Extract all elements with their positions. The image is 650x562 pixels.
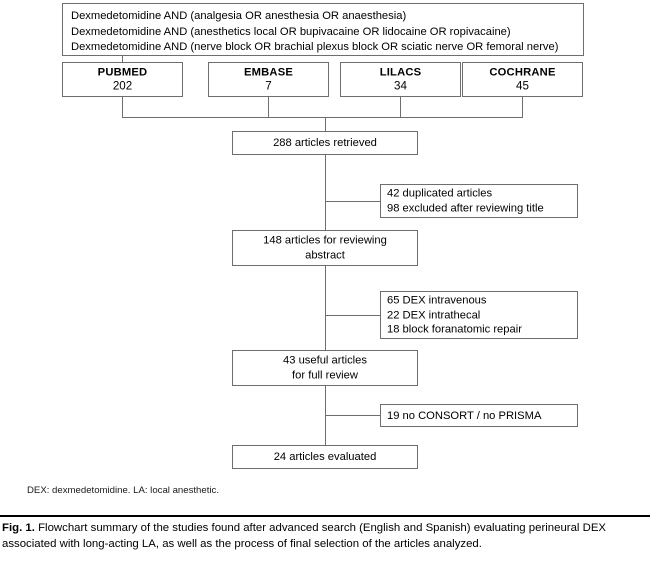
database-name-cochrane: COCHRANE <box>489 66 556 78</box>
connector-retrieved-to-abstract <box>325 155 326 230</box>
exclusion-box-1: 42 duplicated articles 98 excluded after… <box>380 184 578 218</box>
search-query-box: Dexmedetomidine AND (analgesia OR anesth… <box>62 3 584 56</box>
exclusion-1-line-2: 98 excluded after reviewing title <box>387 202 544 214</box>
stage-fullreview-line-1: 43 useful articles <box>283 354 367 367</box>
search-query-line-1: Dexmedetomidine AND (analgesia OR anesth… <box>71 10 407 22</box>
database-count-cochrane: 45 <box>516 79 529 93</box>
stage-box-full-review: 43 useful articles for full review <box>232 350 418 386</box>
stage-abstract-line-1: 148 articles for reviewing <box>263 234 387 247</box>
stage-retrieved-line-1: 288 articles retrieved <box>273 136 377 149</box>
database-count-lilacs: 34 <box>394 79 407 93</box>
connector-branch-exclusion-1 <box>325 201 380 202</box>
exclusion-1-line-1: 42 duplicated articles <box>387 187 493 200</box>
database-box-cochrane: COCHRANE 45 <box>462 62 583 97</box>
stage-box-evaluated: 24 articles evaluated <box>232 445 418 469</box>
exclusion-box-2: 65 DEX intravenous 22 DEX intrathecal 18… <box>380 291 578 339</box>
stage-evaluated-line-1: 24 articles evaluated <box>273 450 377 463</box>
database-count-pubmed: 202 <box>112 79 133 93</box>
exclusion-2-line-1: 65 DEX intravenous <box>387 294 487 307</box>
stage-fullreview-line-2: for full review <box>292 369 358 381</box>
database-box-lilacs: LILACS 34 <box>340 62 461 97</box>
figure-caption: Fig. 1. Flowchart summary of the studies… <box>2 521 650 552</box>
connector-query-to-pubmed <box>122 56 123 62</box>
database-box-embase: EMBASE 7 <box>208 62 329 97</box>
connector-branch-exclusion-2 <box>325 315 380 316</box>
figure-label: Fig. 1. <box>2 522 35 534</box>
caption-divider <box>0 515 650 517</box>
stage-box-abstract: 148 articles for reviewing abstract <box>232 230 418 266</box>
search-query-line-2: Dexmedetomidine AND (anesthetics local O… <box>71 25 511 38</box>
connector-branch-exclusion-3 <box>325 415 380 416</box>
database-box-pubmed: PUBMED 202 <box>62 62 183 97</box>
exclusion-2-line-2: 22 DEX intrathecal <box>387 308 481 321</box>
connector-embase-stem <box>268 97 269 117</box>
database-name-lilacs: LILACS <box>379 66 422 78</box>
connector-lilacs-stem <box>400 97 401 117</box>
connector-abstract-to-fullreview <box>325 266 326 350</box>
connector-merge-bar <box>122 117 523 118</box>
exclusion-box-3: 19 no CONSORT / no PRISMA <box>380 404 578 427</box>
exclusion-3-line-1: 19 no CONSORT / no PRISMA <box>387 409 542 422</box>
database-name-pubmed: PUBMED <box>97 66 148 78</box>
figure-caption-text: Flowchart summary of the studies found a… <box>2 522 607 550</box>
figure-footnote: DEX: dexmedetomidine. LA: local anesthet… <box>27 485 219 496</box>
database-count-embase: 7 <box>265 79 272 93</box>
connector-pubmed-stem <box>122 97 123 117</box>
exclusion-2-line-3: 18 block foranatomic repair <box>387 323 522 336</box>
stage-abstract-line-2: abstract <box>305 249 345 261</box>
database-name-embase: EMBASE <box>243 66 294 78</box>
connector-merge-to-retrieved <box>325 117 326 131</box>
connector-cochrane-stem <box>522 97 523 117</box>
search-query-line-3: Dexmedetomidine AND (nerve block OR brac… <box>71 41 559 54</box>
stage-box-retrieved: 288 articles retrieved <box>232 131 418 155</box>
